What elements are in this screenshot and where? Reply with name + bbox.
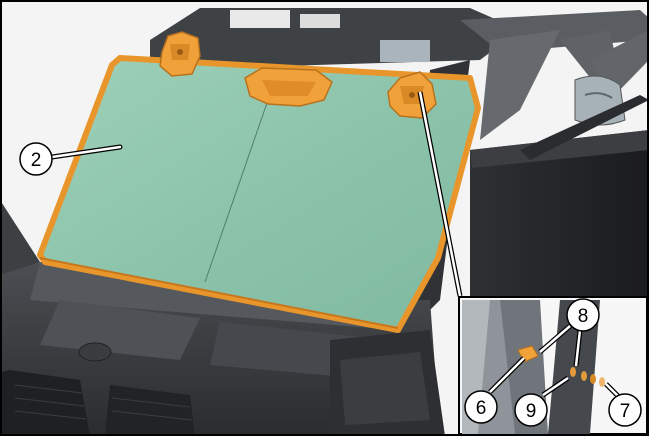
detail-inset: 6 8 9 7 [458,296,648,435]
callout-7: 7 [604,382,642,427]
callout-label-washer-outer: 7 [620,401,631,422]
washer-part [570,367,576,377]
callout-2: 2 [19,142,123,176]
callout-label-windshield: 2 [31,150,42,171]
callout-label-bolt: 9 [526,401,537,422]
dome-light [380,40,430,62]
detail-leader-line [417,91,463,297]
bracket-center [244,67,333,107]
roof-light [230,10,290,28]
callout-8: 8 [538,298,600,367]
callout-circle [566,298,600,332]
callout-9: 9 [514,375,570,427]
windshield-seam [204,99,269,283]
callout-label-washer-inner: 8 [578,306,589,327]
cargo-box [470,130,647,300]
callout-6: 6 [464,356,526,424]
callout-circle [19,142,53,176]
callout-label-pivot-clamp: 6 [476,398,487,419]
windshield [37,55,481,333]
callout-circle [514,393,548,427]
callout-circle [608,393,642,427]
callout-circle [464,390,498,424]
front-grille [2,370,90,434]
bracket-left [159,31,201,77]
